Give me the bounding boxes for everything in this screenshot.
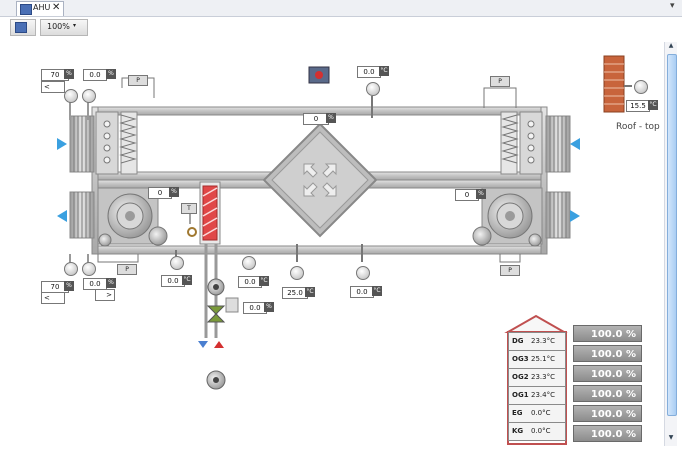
floor-row-dg[interactable]: DG 23.3°C — [508, 332, 566, 351]
supply-other-unit: °C — [372, 286, 382, 296]
valve-unit: % — [264, 302, 274, 312]
percent-button-dg[interactable]: 100.0 % — [573, 325, 642, 342]
tab-menu-arrow-icon[interactable]: ▾ — [670, 1, 675, 11]
floor-temp: 25.1°C — [531, 355, 555, 363]
percent-button-eg[interactable]: 100.0 % — [573, 405, 642, 422]
valve-value: 0.0 — [243, 302, 267, 314]
return-fan-value: 0 — [455, 189, 479, 201]
ahu-tab-icon — [20, 4, 32, 15]
percent-button-og2[interactable]: 100.0 % — [573, 365, 642, 382]
view-icon — [15, 22, 27, 33]
left-top-arrow-field[interactable]: < — [41, 81, 65, 93]
vertical-scrollbar[interactable]: ▲ ▼ — [664, 42, 677, 446]
floor-temp: 0.0°C — [531, 427, 551, 435]
floor-temp: 23.3°C — [531, 373, 555, 381]
percent-button-kg[interactable]: 100.0 % — [573, 425, 642, 442]
tab-ahu[interactable]: AHU ✕ — [16, 1, 64, 16]
left-bottom-setpoint-unit: % — [64, 281, 74, 291]
exchanger-unit: % — [326, 113, 336, 123]
left-top-pressure-button[interactable]: P — [128, 75, 148, 86]
left-top-value-unit: % — [106, 69, 116, 79]
floor-temp: 23.3°C — [531, 337, 555, 345]
percent-button-og3[interactable]: 100.0 % — [573, 345, 642, 362]
supply-temp-value: 25.0 — [282, 287, 308, 299]
heater-right-unit: °C — [259, 276, 269, 286]
tab-label: AHU — [33, 3, 51, 12]
left-bottom-pressure-button[interactable]: P — [117, 264, 137, 275]
zoom-dropdown[interactable]: 100% ▾ — [40, 19, 88, 36]
floor-name: EG — [512, 409, 523, 417]
exhaust-temp-unit: °C — [379, 66, 389, 76]
floor-name: DG — [512, 337, 524, 345]
left-bottom-value-unit: % — [106, 278, 116, 288]
roof-temp-sensor[interactable] — [634, 80, 648, 94]
floor-row-eg[interactable]: EG 0.0°C — [508, 404, 566, 423]
return-fan-unit: % — [476, 189, 486, 199]
floor-row-kg[interactable]: KG 0.0°C — [508, 422, 566, 441]
scroll-thumb[interactable] — [667, 54, 677, 416]
roof-label: Roof - top — [616, 122, 660, 132]
close-icon[interactable]: ✕ — [52, 2, 61, 13]
roof-temp-value: 15.5 — [626, 100, 650, 112]
left-top-setpoint-unit: % — [64, 69, 74, 79]
chevron-down-icon: ▾ — [73, 22, 77, 29]
left-top-sensor-dial[interactable] — [82, 89, 96, 103]
supply-temp-sensor[interactable] — [290, 266, 304, 280]
heater-right-value: 0.0 — [238, 276, 262, 288]
right-bottom-pressure-button[interactable]: P — [500, 265, 520, 276]
right-top-pressure-button[interactable]: P — [490, 76, 510, 87]
supply-other-value: 0.0 — [350, 286, 374, 298]
left-bottom-arrow2-field[interactable]: > — [95, 289, 115, 301]
floor-name: OG1 — [512, 391, 529, 399]
left-bottom-arrow-field[interactable]: < — [41, 292, 65, 304]
exhaust-temp-value: 0.0 — [357, 66, 381, 78]
exhaust-temp-sensor[interactable] — [366, 82, 380, 96]
floor-temp: 23.4°C — [531, 391, 555, 399]
zoom-value: 100% — [47, 22, 70, 31]
percent-button-og1[interactable]: 100.0 % — [573, 385, 642, 402]
floor-name: OG3 — [512, 355, 529, 363]
left-top-value: 0.0 — [83, 69, 107, 81]
supply-fan-unit: % — [169, 187, 179, 197]
thermostat-icon[interactable]: T — [181, 203, 197, 214]
supply-other-sensor[interactable] — [356, 266, 370, 280]
floor-name: OG2 — [512, 373, 529, 381]
left-bottom-damper-dial[interactable] — [64, 262, 78, 276]
tab-bar: AHU ✕ ▾ — [0, 0, 682, 17]
scroll-up-icon[interactable]: ▲ — [668, 42, 674, 49]
floor-temp: 0.0°C — [531, 409, 551, 417]
heater-unit: °C — [182, 275, 192, 285]
scroll-down-icon[interactable]: ▼ — [668, 434, 674, 441]
toolbar-view-button[interactable] — [10, 19, 36, 36]
left-bottom-sensor-dial[interactable] — [82, 262, 96, 276]
heater-right-sensor-dial[interactable] — [242, 256, 256, 270]
floor-name: KG — [512, 427, 524, 435]
exchanger-value: 0 — [303, 113, 329, 125]
heater-sensor-dial[interactable] — [170, 256, 184, 270]
roof-temp-unit: °C — [648, 100, 658, 110]
left-top-damper-dial[interactable] — [64, 89, 78, 103]
supply-temp-unit: °C — [305, 287, 315, 297]
